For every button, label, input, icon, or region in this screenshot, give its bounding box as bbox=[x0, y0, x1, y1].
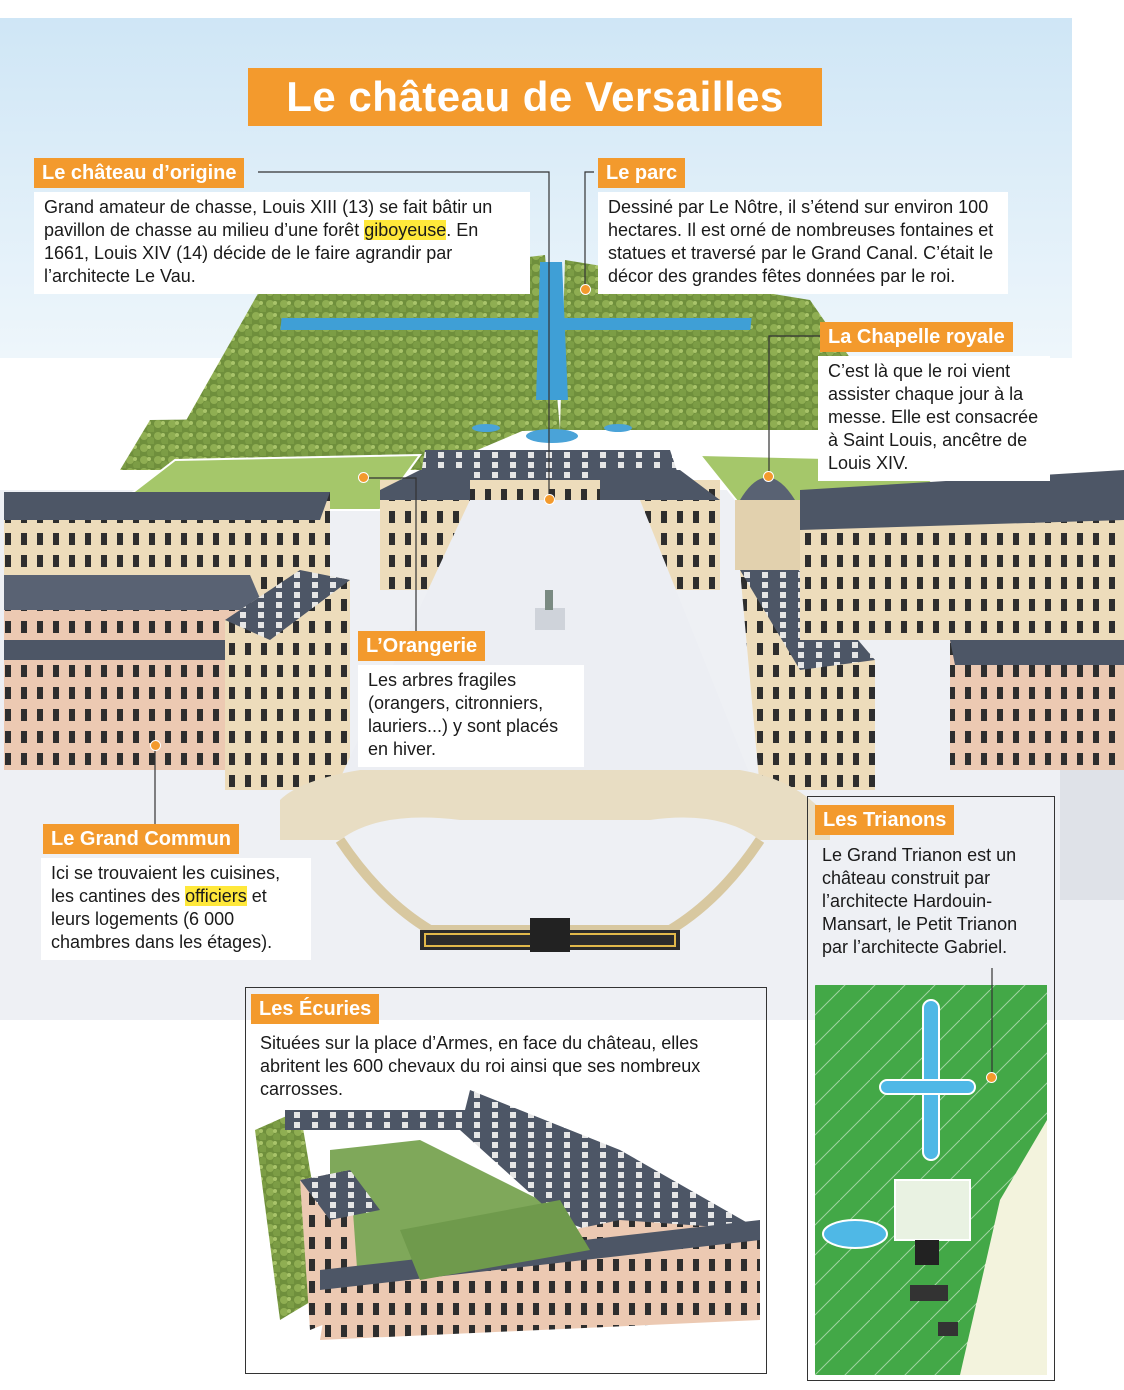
trianons-frame bbox=[807, 796, 1055, 1381]
label-chapelle-royale: La Chapelle royale bbox=[820, 322, 1013, 352]
text-grand-commun-part1: Ici se trouvaient les cuisines, les cant… bbox=[51, 863, 281, 906]
label-grand-commun: Le Grand Commun bbox=[43, 824, 240, 854]
marker-chateau-origine bbox=[544, 494, 555, 505]
marker-chapelle-royale bbox=[763, 471, 774, 482]
highlight-officiers: officiers bbox=[185, 886, 247, 906]
label-trianons: Les Trianons bbox=[815, 805, 955, 835]
marker-parc bbox=[580, 284, 591, 295]
text-trianons: Le Grand Trianon est un château construi… bbox=[822, 845, 1018, 957]
text-orangerie: Les arbres fragiles (orangers, citronnie… bbox=[358, 665, 584, 767]
text-ecuries: Situées sur la place d’Armes, en face du… bbox=[260, 1033, 701, 1099]
ecuries-frame bbox=[245, 987, 767, 1374]
label-chateau-origine: Le château d’origine bbox=[34, 158, 245, 188]
text-grand-commun: Ici se trouvaient les cuisines, les cant… bbox=[41, 858, 311, 960]
text-parc: Dessiné par Le Nôtre, il s’étend sur env… bbox=[598, 192, 1008, 294]
text-chapelle-royale: C’est là que le roi vient assister chaqu… bbox=[818, 356, 1050, 481]
marker-grand-commun bbox=[150, 740, 161, 751]
label-parc: Le parc bbox=[598, 158, 686, 188]
text-chateau-origine-part2: . En 1661, Louis XIV (14) décide de le f… bbox=[44, 220, 479, 286]
marker-trianons bbox=[986, 1072, 997, 1083]
ecuries-illustration bbox=[255, 1090, 760, 1340]
text-grand-commun-part2: et leurs logements (6 000 chambres dans … bbox=[51, 886, 273, 952]
highlight-giboyeuse: giboyeuse bbox=[364, 220, 447, 240]
text-chateau-origine-part1: Grand amateur de chasse, Louis XIII (13)… bbox=[44, 197, 493, 240]
label-ecuries: Les Écuries bbox=[251, 994, 380, 1024]
label-orangerie: L’Orangerie bbox=[358, 631, 486, 661]
text-chateau-origine: Grand amateur de chasse, Louis XIII (13)… bbox=[34, 192, 530, 294]
page-title: Le château de Versailles bbox=[248, 68, 822, 126]
marker-orangerie bbox=[358, 472, 369, 483]
